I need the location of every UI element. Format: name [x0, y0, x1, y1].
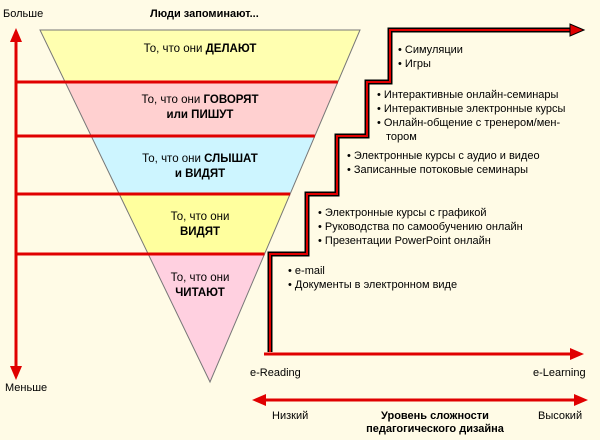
- examples-read: • e-mail • Документы в электронном виде: [288, 264, 457, 292]
- tier-do-band: [40, 30, 360, 82]
- tier-see-line2: ВИДЯТ: [179, 226, 221, 238]
- examples-see: • Электронные курсы с графикой • Руковод…: [318, 206, 523, 248]
- tier-do-strong: ДЕЛАЮТ: [205, 43, 257, 55]
- example-item: • Игры: [398, 58, 431, 70]
- example-item: • Симуляции: [398, 44, 463, 56]
- tier-hear-text: То, что они СЛЫШАТ и ВИДЯТ: [100, 152, 300, 182]
- example-item: • Документы в электронном виде: [288, 279, 458, 291]
- left-axis-bottom-label: Меньше: [5, 382, 48, 394]
- staircase-arrow: [569, 23, 586, 37]
- elearning-label: e-Learning: [533, 367, 586, 379]
- left-axis-arrow-down: [10, 366, 22, 380]
- example-item: тором: [386, 131, 417, 143]
- tier-say-prefix: То, что они: [141, 94, 204, 106]
- tier-say-line2: или ПИШУТ: [166, 109, 234, 121]
- top-title: Люди запоминают...: [150, 8, 259, 20]
- examples-do: • Симуляции • Игры: [398, 43, 463, 71]
- tier-hear-strong: СЛЫШАТ: [204, 153, 258, 165]
- tier-read-line2: ЧИТАЮТ: [175, 287, 225, 299]
- pyramid-outline: [39, 29, 361, 384]
- bottom-axis-arrow-right: [574, 394, 588, 406]
- tier-do-prefix: То, что они: [143, 43, 206, 55]
- bottom-axis-title-line2: педагогического дизайна: [366, 423, 504, 435]
- example-item: • Онлайн-общение с тренером/мен-: [377, 117, 561, 129]
- examples-say: • Интерактивные онлайн-семинары • Интера…: [377, 88, 565, 144]
- tier-do-text: То, что они ДЕЛАЮТ: [100, 42, 300, 57]
- staircase-line: [269, 29, 572, 352]
- tier-hear-line2: и ВИДЯТ: [174, 168, 226, 180]
- bottom-axis-low-label: Низкий: [272, 410, 309, 422]
- tier-say-strong: ГОВОРЯТ: [203, 94, 259, 106]
- example-item: • e-mail: [288, 265, 325, 277]
- tier-hear-band: [91, 136, 315, 194]
- tier-read-band: [148, 254, 265, 382]
- bottom-axis-title-line1: Уровень сложности: [381, 410, 489, 422]
- example-item: • Презентации PowerPoint онлайн: [318, 235, 491, 247]
- examples-hear: • Электронные курсы с аудио и видео • За…: [347, 149, 540, 177]
- left-axis-arrow-up: [10, 28, 22, 42]
- example-item: • Руководства по самообучению онлайн: [318, 221, 523, 233]
- tier-say-text: То, что они ГОВОРЯТ или ПИШУТ: [100, 93, 300, 123]
- example-item: • Записанные потоковые семинары: [347, 164, 529, 176]
- tier-read-prefix: То, что они: [170, 272, 230, 284]
- ereading-label: e-Reading: [250, 367, 301, 379]
- tier-see-prefix: То, что они: [170, 211, 230, 223]
- left-axis-top-label: Больше: [3, 8, 44, 20]
- bottom-axis-high-label: Высокий: [538, 410, 583, 422]
- bottom-axis-arrow-left: [252, 394, 266, 406]
- reading-learning-arrow: [570, 348, 584, 360]
- tier-see-text: То, что они ВИДЯТ: [100, 210, 300, 240]
- tier-see-band: [119, 194, 291, 254]
- example-item: • Электронные курсы с графикой: [318, 207, 487, 219]
- tier-say-band: [65, 82, 338, 136]
- tier-hear-prefix: То, что они: [142, 153, 205, 165]
- example-item: • Интерактивные электронные курсы: [377, 103, 566, 115]
- tier-read-text: То, что они ЧИТАЮТ: [100, 271, 300, 301]
- example-item: • Электронные курсы с аудио и видео: [347, 150, 540, 162]
- example-item: • Интерактивные онлайн-семинары: [377, 89, 559, 101]
